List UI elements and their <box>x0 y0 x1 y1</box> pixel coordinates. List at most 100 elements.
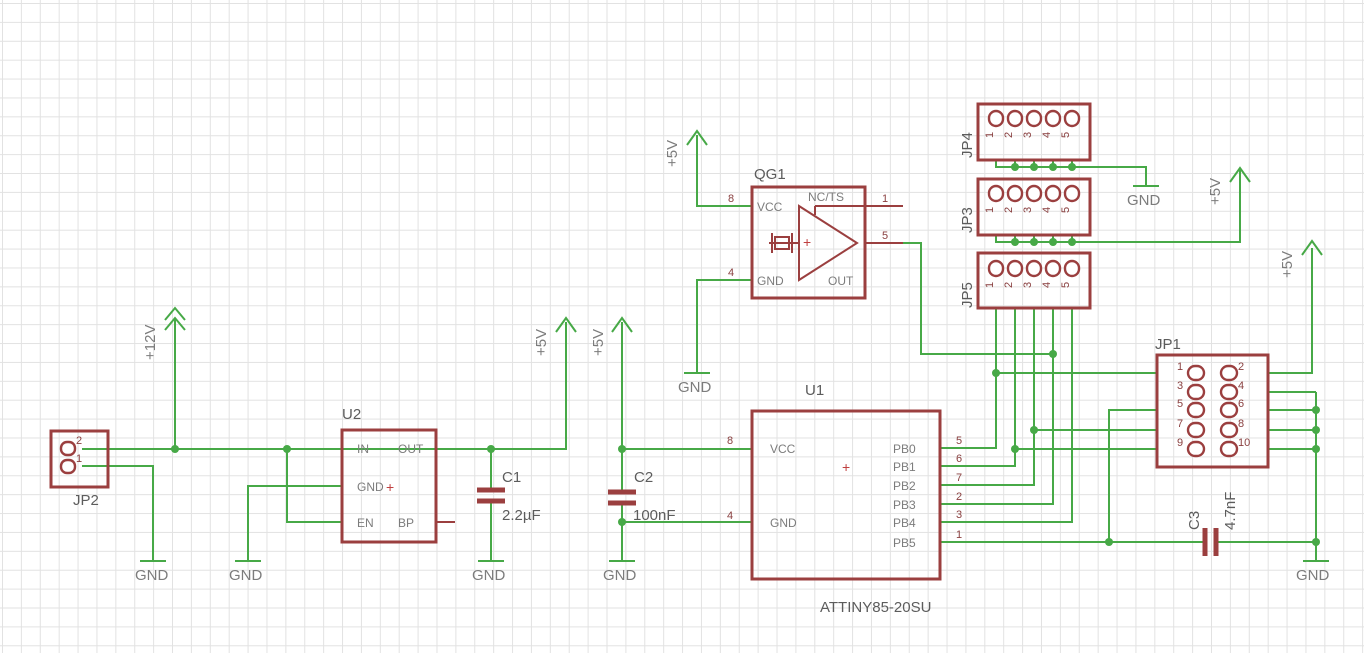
wire-jp4-gnd[interactable] <box>1072 166 1147 185</box>
supply-12v[interactable]: +12V <box>142 306 186 360</box>
u1-pin-number: 1 <box>956 529 962 541</box>
supply-5v-u2[interactable]: +5V <box>533 316 577 356</box>
gnd-jp4[interactable]: GND <box>1127 185 1161 209</box>
c1-value: 2.2µF <box>502 507 541 524</box>
jp4-pad <box>1006 109 1024 128</box>
u2-pin-out: OUT <box>398 442 424 456</box>
gnd-jp2[interactable]: GND <box>135 560 169 584</box>
jp4-pad <box>987 109 1005 128</box>
jp4-pin-number: 4 <box>1041 132 1053 138</box>
wire-pb2[interactable] <box>940 308 1035 486</box>
wire-jp2-pin1-gnd[interactable] <box>82 465 154 560</box>
jp3-pad <box>987 184 1005 203</box>
gnd-u2[interactable]: GND <box>229 560 263 584</box>
regulator-u2[interactable]: U2 IN OUT GND + EN BP <box>340 406 455 544</box>
supply-5v-jp1[interactable]: +5V <box>1279 239 1323 278</box>
junction <box>1312 406 1320 414</box>
u1-pin-number: 6 <box>956 453 962 465</box>
header-jp3[interactable]: 1 2 3 4 5 JP3 <box>959 177 1092 237</box>
wire-jp1-pin2-5v[interactable] <box>1268 248 1313 374</box>
jp1-pin-number: 3 <box>1177 380 1183 392</box>
junction <box>1049 163 1057 171</box>
junction <box>992 369 1000 377</box>
jp1-pad <box>1186 383 1206 401</box>
u2-origin-mark: + <box>386 479 394 495</box>
jp4-pin-number: 5 <box>1060 132 1072 138</box>
jp1-pin-number: 10 <box>1238 437 1250 449</box>
wire-u2-out-5v[interactable] <box>437 322 567 450</box>
u1-pin-pb0: PB0 <box>893 442 916 456</box>
gnd-c1[interactable]: GND <box>472 560 506 584</box>
u1-origin-mark: + <box>842 459 850 475</box>
wire-jp3-bus[interactable] <box>995 170 1241 243</box>
supply-5v-qg1[interactable]: +5V <box>664 129 708 167</box>
gnd-qg1[interactable]: GND <box>678 372 712 396</box>
wire-pb1[interactable] <box>940 308 1016 467</box>
wire-qg1-vcc[interactable] <box>696 135 752 207</box>
gnd-label: GND <box>135 567 169 584</box>
wire-u2-en[interactable] <box>286 449 342 523</box>
u1-pin-number: 5 <box>956 435 962 447</box>
u1-pin-pb4: PB4 <box>893 516 916 530</box>
jp5-pin-number: 3 <box>1022 282 1034 288</box>
c3-ref: C3 <box>1186 511 1203 530</box>
u1-pin-number: 2 <box>956 491 962 503</box>
u1-pin-number: 3 <box>956 509 962 521</box>
jp4-ref: JP4 <box>959 132 976 158</box>
capacitor-c2[interactable]: C2 100nF <box>608 469 676 524</box>
connector-jp2[interactable]: 2 1 JP2 <box>49 429 110 509</box>
capacitor-c3[interactable]: C3 4.7nF <box>1186 492 1239 556</box>
jp1-pin-number: 6 <box>1238 398 1244 410</box>
junction <box>1068 163 1076 171</box>
wire-jp4-bus[interactable] <box>995 160 1072 168</box>
wire-qg1-out[interactable] <box>903 242 1053 355</box>
jp1-pin-number: 4 <box>1238 380 1244 392</box>
supply-label-5v: +5V <box>1207 178 1224 205</box>
supply-5v-jp3[interactable]: +5V <box>1207 166 1251 205</box>
wire-u2-gnd[interactable] <box>247 485 342 560</box>
qg1-pin-out: OUT <box>828 274 854 288</box>
supply-label-5v: +5V <box>664 140 681 167</box>
supply-label-5v: +5V <box>1279 251 1296 278</box>
u1-value: ATTINY85-20SU <box>820 599 931 616</box>
junction <box>487 445 495 453</box>
jp1-body <box>1155 353 1270 469</box>
jp1-pin-number: 5 <box>1177 398 1183 410</box>
u1-body <box>750 409 942 581</box>
wire-pb4[interactable] <box>940 308 1073 523</box>
gnd-c2[interactable]: GND <box>603 560 637 584</box>
junction <box>1068 238 1076 246</box>
c2-ref: C2 <box>634 469 653 486</box>
u2-body <box>340 428 438 544</box>
u2-pin-en: EN <box>357 516 374 530</box>
gnd-jp1[interactable]: GND <box>1296 560 1330 584</box>
capacitor-c1[interactable]: C1 2.2µF <box>477 469 541 524</box>
gnd-label: GND <box>229 567 263 584</box>
mcu-u1[interactable]: U1 ATTINY85-20SU + VCC GND 8 4 PB0 PB1 P… <box>727 382 962 616</box>
supply-5v-u1[interactable]: +5V <box>590 316 633 356</box>
header-jp1[interactable]: JP1 1 2 3 4 5 6 7 8 9 10 <box>1155 336 1270 469</box>
junction <box>1105 538 1113 546</box>
junction <box>1049 350 1057 358</box>
jp5-pad <box>987 259 1005 278</box>
qg1-ref: QG1 <box>754 166 786 183</box>
jp5-pad <box>1025 259 1043 278</box>
header-jp4[interactable]: 1 2 3 4 5 JP4 <box>959 102 1092 162</box>
jp1-pin-number: 2 <box>1238 361 1244 373</box>
qg1-pin-gnd: GND <box>757 274 784 288</box>
jp3-pad <box>1006 184 1024 203</box>
qg1-pin-number: 1 <box>882 193 888 205</box>
oscillator-qg1[interactable]: + QG1 VCC GND NC/TS OUT 8 4 1 5 <box>728 166 903 300</box>
wire-qg1-gnd[interactable] <box>696 279 752 372</box>
jp3-pad <box>1063 184 1081 203</box>
jp1-pin-number: 8 <box>1238 418 1244 430</box>
header-jp5[interactable]: 1 2 3 4 5 JP5 <box>959 251 1092 310</box>
wire-pb0[interactable] <box>940 308 997 449</box>
jp4-pin-number: 3 <box>1022 132 1034 138</box>
gnd-label: GND <box>472 567 506 584</box>
junction <box>618 518 626 526</box>
wire-jp1-pin5[interactable] <box>1108 409 1157 542</box>
junction <box>1011 445 1019 453</box>
